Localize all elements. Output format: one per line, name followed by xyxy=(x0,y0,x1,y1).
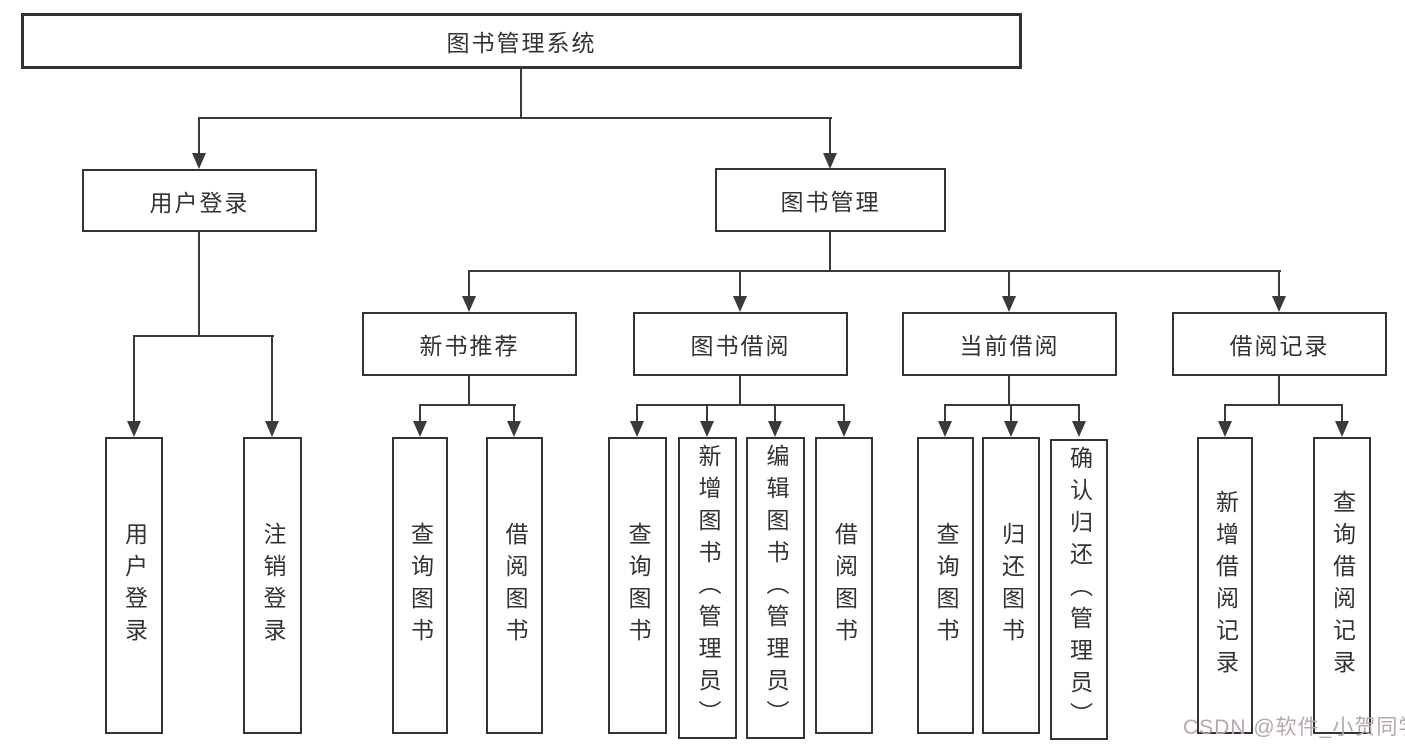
leaf-return-book-label: 归还图书 xyxy=(998,521,1025,650)
connector-drop-add-borrow-record xyxy=(1224,404,1226,421)
arrow-down-icon xyxy=(837,421,851,437)
node-new-book-rec: 新书推荐 xyxy=(362,312,577,376)
connector-drop-edit-book-admin xyxy=(774,404,776,421)
node-user-login-label: 用户登录 xyxy=(149,189,250,216)
leaf-query-book-a: 查询图书 xyxy=(392,437,448,734)
connector-borrow-records-stem xyxy=(1278,376,1280,406)
connector-drop-query-book-a xyxy=(419,404,421,421)
arrow-down-icon xyxy=(823,153,837,169)
arrow-down-icon xyxy=(630,421,644,437)
leaf-confirm-return-admin: 确认归还（管理员） xyxy=(1050,439,1108,740)
node-new-book-rec-label: 新书推荐 xyxy=(419,333,520,359)
connector-drop-user-login xyxy=(198,117,200,153)
node-borrow-records-label: 借阅记录 xyxy=(1229,333,1330,359)
arrow-down-icon xyxy=(1335,421,1349,437)
connector-drop-return-book xyxy=(1010,404,1012,421)
connector-drop-current-borrow xyxy=(1008,270,1010,296)
connector-drop-query-book-b xyxy=(636,404,638,421)
connector-borrow-records-rail xyxy=(1224,404,1343,406)
connector-new-book-rec-stem xyxy=(468,376,470,406)
connector-user-login-rail xyxy=(133,335,274,337)
leaf-query-book-c-label: 查询图书 xyxy=(933,521,959,650)
leaf-edit-book-admin: 编辑图书（管理员） xyxy=(746,437,805,739)
leaf-return-book: 归还图书 xyxy=(982,437,1040,734)
leaf-query-book-b-label: 查询图书 xyxy=(625,521,651,650)
connector-user-login-stem xyxy=(198,232,200,337)
connector-book-borrow-rail xyxy=(636,404,845,406)
connector-drop-borrow-book-b xyxy=(843,404,845,421)
arrow-down-icon xyxy=(700,421,714,437)
arrow-down-icon xyxy=(413,421,427,437)
arrow-down-icon xyxy=(127,421,141,437)
leaf-query-borrow-record: 查询借阅记录 xyxy=(1313,437,1371,734)
node-root: 图书管理系统 xyxy=(21,13,1022,69)
leaf-logout: 注销登录 xyxy=(243,437,302,734)
connector-level3-rail xyxy=(468,270,1281,272)
node-current-borrow-label: 当前借阅 xyxy=(959,333,1060,359)
arrow-down-icon xyxy=(768,421,782,437)
connector-drop-borrow-records xyxy=(1278,270,1280,296)
leaf-add-borrow-record: 新增借阅记录 xyxy=(1197,437,1253,734)
leaf-query-book-c: 查询图书 xyxy=(917,437,974,734)
node-root-label: 图书管理系统 xyxy=(446,30,597,56)
leaf-add-book-admin: 新增图书（管理员） xyxy=(678,437,737,739)
connector-book-borrow-stem xyxy=(739,376,741,406)
leaf-edit-book-admin-label: 编辑图书（管理员） xyxy=(763,444,789,732)
arrow-down-icon xyxy=(1272,296,1286,312)
arrow-down-icon xyxy=(938,421,952,437)
connector-drop-confirm-return xyxy=(1078,404,1080,421)
leaf-user-login-label: 用户登录 xyxy=(121,521,148,650)
arrow-down-icon xyxy=(192,153,206,169)
arrow-down-icon xyxy=(733,296,747,312)
connector-drop-add-book-admin xyxy=(706,404,708,421)
node-borrow-records: 借阅记录 xyxy=(1172,312,1387,376)
connector-drop-new-book-rec xyxy=(468,270,470,296)
node-current-borrow: 当前借阅 xyxy=(902,312,1117,376)
connector-drop-query-book-c xyxy=(944,404,946,421)
node-book-mgmt-label: 图书管理 xyxy=(780,189,881,215)
watermark: CSDN @软件_小贺同学 xyxy=(1183,716,1405,739)
node-book-borrow-label: 图书借阅 xyxy=(690,333,791,359)
leaf-add-book-admin-label: 新增图书（管理员） xyxy=(695,444,721,732)
arrow-down-icon xyxy=(265,421,279,437)
connector-drop-book-borrow xyxy=(739,270,741,296)
arrow-down-icon xyxy=(1072,421,1086,437)
connector-new-book-rec-rail xyxy=(419,404,516,406)
leaf-logout-label: 注销登录 xyxy=(260,521,286,650)
leaf-user-login: 用户登录 xyxy=(105,437,163,734)
leaf-confirm-return-admin-label: 确认归还（管理员） xyxy=(1066,445,1093,734)
leaf-query-borrow-record-label: 查询借阅记录 xyxy=(1329,489,1356,682)
connector-drop-book-mgmt xyxy=(829,117,831,153)
leaf-add-borrow-record-label: 新增借阅记录 xyxy=(1212,489,1239,682)
connector-book-mgmt-stem xyxy=(829,232,831,272)
arrow-down-icon xyxy=(1002,296,1016,312)
connector-root-stem xyxy=(520,69,522,119)
arrow-down-icon xyxy=(1004,421,1018,437)
connector-drop-leaf-user-login xyxy=(133,335,135,421)
connector-drop-query-borrow-record xyxy=(1341,404,1343,421)
arrow-down-icon xyxy=(462,296,476,312)
connector-current-borrow-rail xyxy=(944,404,1080,406)
leaf-borrow-book-a-label: 借阅图书 xyxy=(502,521,528,650)
leaf-borrow-book-a: 借阅图书 xyxy=(486,437,543,734)
leaf-query-book-b: 查询图书 xyxy=(608,437,667,734)
connector-drop-leaf-logout xyxy=(271,335,273,421)
node-user-login: 用户登录 xyxy=(82,169,317,232)
leaf-borrow-book-b: 借阅图书 xyxy=(815,437,873,734)
connector-drop-borrow-book-a xyxy=(513,404,515,421)
connector-current-borrow-stem xyxy=(1008,376,1010,406)
connector-level2-rail xyxy=(198,117,832,119)
node-book-mgmt: 图书管理 xyxy=(715,168,946,232)
node-book-borrow: 图书借阅 xyxy=(633,312,848,376)
leaf-borrow-book-b-label: 借阅图书 xyxy=(831,521,858,650)
arrow-down-icon xyxy=(507,421,521,437)
arrow-down-icon xyxy=(1218,421,1232,437)
leaf-query-book-a-label: 查询图书 xyxy=(407,521,434,650)
